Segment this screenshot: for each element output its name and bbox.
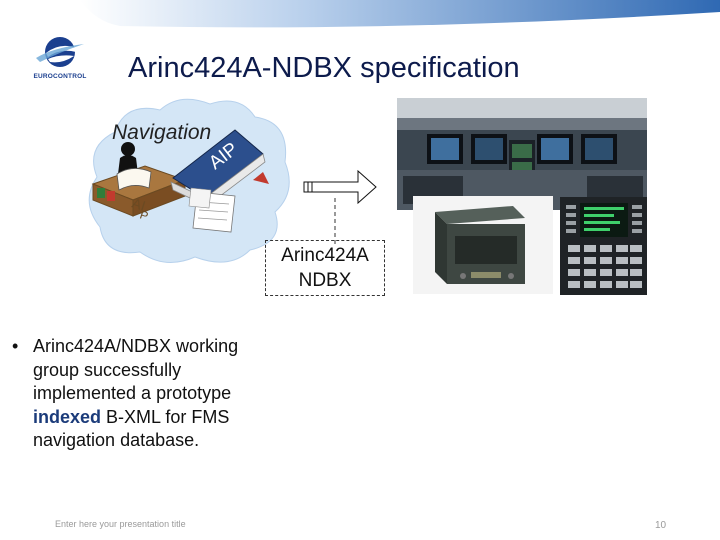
bullet-text-start: Arinc424A/NDBX working group successfull… xyxy=(33,336,238,403)
slide-title: Arinc424A-NDBX specification xyxy=(128,52,520,85)
navigation-label: Navigation xyxy=(112,121,211,145)
header-swoosh xyxy=(0,0,720,32)
footer-presentation-title: Enter here your presentation title xyxy=(55,519,186,529)
mcdu-photo xyxy=(560,197,647,295)
right-arrow-icon xyxy=(300,165,380,210)
bullet-text: Arinc424A/NDBX working group successfull… xyxy=(33,335,283,453)
ndbx-label-box: Arinc424A NDBX xyxy=(265,240,385,296)
bullet-marker: • xyxy=(12,335,18,359)
ndbx-label-line2: NDBX xyxy=(266,268,384,293)
fms-unit-photo xyxy=(413,196,553,294)
navigation-cloud-illustration: AIP AI P xyxy=(85,92,295,267)
cockpit-photo xyxy=(397,98,647,210)
logo-wordmark: EUROCONTROL xyxy=(28,73,92,80)
ndbx-label-line1: Arinc424A xyxy=(266,243,384,268)
bullet-emphasis: indexed xyxy=(33,407,101,427)
page-number: 10 xyxy=(655,520,666,531)
dashed-connector xyxy=(330,198,340,244)
